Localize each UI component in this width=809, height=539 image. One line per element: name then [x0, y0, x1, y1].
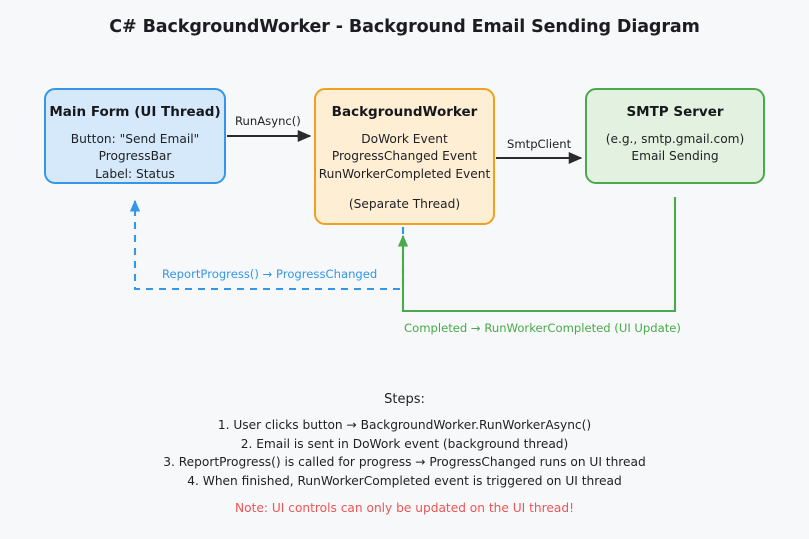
node-main-form-line-2: ProgressBar — [98, 149, 172, 164]
node-background-worker-line-3: RunWorkerCompleted Event — [318, 166, 491, 181]
node-background-worker-line-1: DoWork Event — [361, 131, 448, 146]
node-smtp-server-line-2: Email Sending — [631, 149, 719, 164]
node-background-worker-line-2: ProgressChanged Event — [331, 149, 478, 164]
edge-label-report-progress: ReportProgress() → ProgressChanged — [162, 267, 378, 281]
node-main-form-title: Main Form (UI Thread) — [49, 104, 221, 120]
node-background-worker[interactable]: BackgroundWorker DoWork Event ProgressCh… — [314, 88, 495, 225]
page-title: C# BackgroundWorker - Background Email S… — [109, 17, 700, 37]
steps-list: 1. User clicks button → BackgroundWorker… — [0, 416, 809, 490]
step-item: 4. When finished, RunWorkerCompleted eve… — [187, 473, 622, 488]
ui-thread-note: Note: UI controls can only be updated on… — [235, 501, 574, 515]
edge-label-completed: Completed → RunWorkerCompleted (UI Updat… — [404, 321, 681, 335]
edge-label-smtp-client: SmtpClient — [507, 137, 572, 151]
steps-heading: Steps: — [384, 392, 425, 407]
node-main-form-line-3: Label: Status — [95, 166, 175, 181]
step-item: 3. ReportProgress() is called for progre… — [163, 455, 646, 470]
node-smtp-server-title: SMTP Server — [626, 104, 724, 120]
edge-label-run-async: RunAsync() — [235, 114, 301, 128]
step-item: 2. Email is sent in DoWork event (backgr… — [240, 436, 569, 451]
node-background-worker-thread-note: (Separate Thread) — [348, 196, 461, 211]
node-main-form-body: Button: "Send Email" ProgressBar Label: … — [71, 131, 199, 183]
node-main-form[interactable]: Main Form (UI Thread) Button: "Send Emai… — [44, 88, 226, 184]
node-background-worker-title: BackgroundWorker — [331, 104, 478, 120]
node-background-worker-body: DoWork Event ProgressChanged Event RunWo… — [319, 131, 491, 183]
node-main-form-line-1: Button: "Send Email" — [70, 131, 200, 146]
node-smtp-server-body: (e.g., smtp.gmail.com) Email Sending — [606, 131, 745, 166]
node-smtp-server[interactable]: SMTP Server (e.g., smtp.gmail.com) Email… — [585, 88, 765, 184]
step-item: 1. User clicks button → BackgroundWorker… — [217, 418, 592, 432]
node-smtp-server-line-1: (e.g., smtp.gmail.com) — [605, 131, 745, 146]
